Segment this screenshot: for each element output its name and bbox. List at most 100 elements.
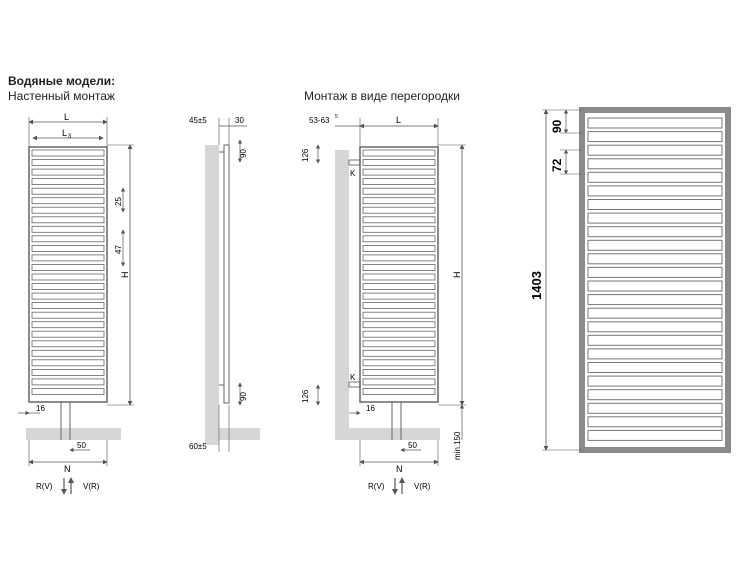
side-view: 45±5 30 90 90 60±5 (189, 116, 260, 452)
partition-post (335, 150, 349, 440)
radiator-bar (587, 117, 723, 129)
radiator-bar (362, 159, 436, 166)
dim-30: 30 (235, 116, 244, 125)
dim-53-63: 53-63 (309, 116, 330, 125)
radiator-bar (587, 280, 723, 292)
radiator-frame-large (579, 107, 731, 453)
dim-50: 50 (77, 441, 86, 450)
radiator-bar (362, 254, 436, 262)
radiator-bar (31, 340, 105, 348)
radiator-bar (362, 330, 436, 338)
radiator-bar (587, 402, 723, 414)
radiator-bar (31, 349, 105, 357)
label-K-top: K (350, 169, 356, 178)
radiator-bar (31, 321, 105, 329)
label-vr-2: V(R) (414, 482, 431, 491)
radiator-bar (31, 264, 105, 271)
dim-25: 25 (114, 197, 123, 206)
dim-45: 45±5 (189, 116, 207, 125)
radiator-bar (362, 349, 436, 357)
radiator-bar (31, 159, 105, 166)
radiator-bar (587, 389, 723, 401)
dim-N: N (64, 464, 71, 474)
radiator-bar (362, 149, 436, 157)
radiator-bar (362, 168, 436, 176)
radiator-bar (362, 225, 436, 233)
partition-mount-caption: Монтаж в виде перегородки (304, 89, 460, 103)
side-profile (223, 144, 230, 404)
radiator-bar (362, 178, 436, 186)
radiator-bar (362, 244, 436, 252)
bracket-top (348, 159, 361, 166)
radiator-bar (362, 187, 436, 195)
radiator-bar (362, 388, 436, 395)
dim-126-bottom: 126 (301, 389, 310, 403)
radiator-bar (587, 253, 723, 265)
section-title: Водяные модели: (8, 74, 116, 88)
radiator-bar (31, 206, 105, 214)
dim-126-top: 126 (301, 148, 310, 162)
wall-mount-front-view: L L 3 H 25 47 16 50 N R(V) V(R) (18, 112, 134, 495)
label-rv-2: R(V) (368, 482, 385, 491)
radiator-bar (587, 144, 723, 156)
label-vr: V(R) (83, 482, 100, 491)
partition-mount-view: K K L 53-63 5 126 126 H min.150 16 50 N … (301, 114, 466, 495)
radiator-bar (362, 292, 436, 300)
radiator-bar (31, 302, 105, 310)
dim-60: 60±5 (189, 442, 207, 451)
radiator-bar (31, 359, 105, 367)
radiator-bar (31, 283, 105, 290)
dim-N-2: N (396, 464, 403, 474)
dim-L3: L (62, 128, 67, 138)
radiator-bar (587, 131, 723, 143)
dim-H: H (120, 272, 130, 279)
radiator-bar (31, 368, 105, 376)
radiator-bar (31, 149, 105, 157)
radiator-bar (362, 216, 436, 224)
radiator-bar (31, 273, 105, 281)
wall-mount-caption: Настенный монтаж (8, 89, 115, 103)
radiator-bar (587, 348, 723, 360)
radiator-bar (587, 321, 723, 333)
dim-90-bottom: 90 (239, 392, 248, 401)
dim-47: 47 (114, 245, 123, 254)
dim-16-2: 16 (366, 404, 375, 413)
radiator-bar (587, 212, 723, 224)
radiator-bars (31, 149, 105, 395)
radiator-frame-2 (359, 146, 439, 403)
radiator-bar (31, 235, 105, 243)
radiator-bar (362, 235, 436, 243)
radiator-bar (31, 254, 105, 262)
dim-90-top: 90 (239, 149, 248, 158)
dim-90-large: 90 (550, 119, 564, 133)
radiator-bar (31, 330, 105, 338)
radiator-bar (362, 264, 436, 271)
radiator-bar (362, 359, 436, 367)
radiator-bar (362, 311, 436, 319)
radiator-bar (31, 311, 105, 319)
radiator-bar (362, 340, 436, 348)
floor-hatch (26, 428, 121, 440)
radiator-bar (362, 206, 436, 214)
radiator-bar (362, 197, 436, 205)
radiator-bar (587, 429, 723, 441)
radiator-bar (587, 158, 723, 170)
radiator-bar (31, 378, 105, 386)
bracket-bottom (348, 381, 361, 388)
wall-hatch (205, 145, 219, 445)
radiator-bar (587, 171, 723, 183)
radiator-bar (587, 185, 723, 197)
dim-H-2: H (452, 272, 462, 279)
dim-L-2: L (396, 115, 401, 125)
radiator-frame (28, 146, 108, 403)
radiator-bar (31, 187, 105, 195)
dimensioned-large-view: 1403 90 72 (529, 107, 731, 453)
radiator-bar (31, 225, 105, 233)
radiator-bar (587, 239, 723, 251)
radiator-bars-2 (362, 149, 436, 395)
radiator-bar (587, 294, 723, 306)
radiator-bar (31, 244, 105, 252)
label-rv: R(V) (36, 482, 53, 491)
radiator-bar (587, 307, 723, 319)
